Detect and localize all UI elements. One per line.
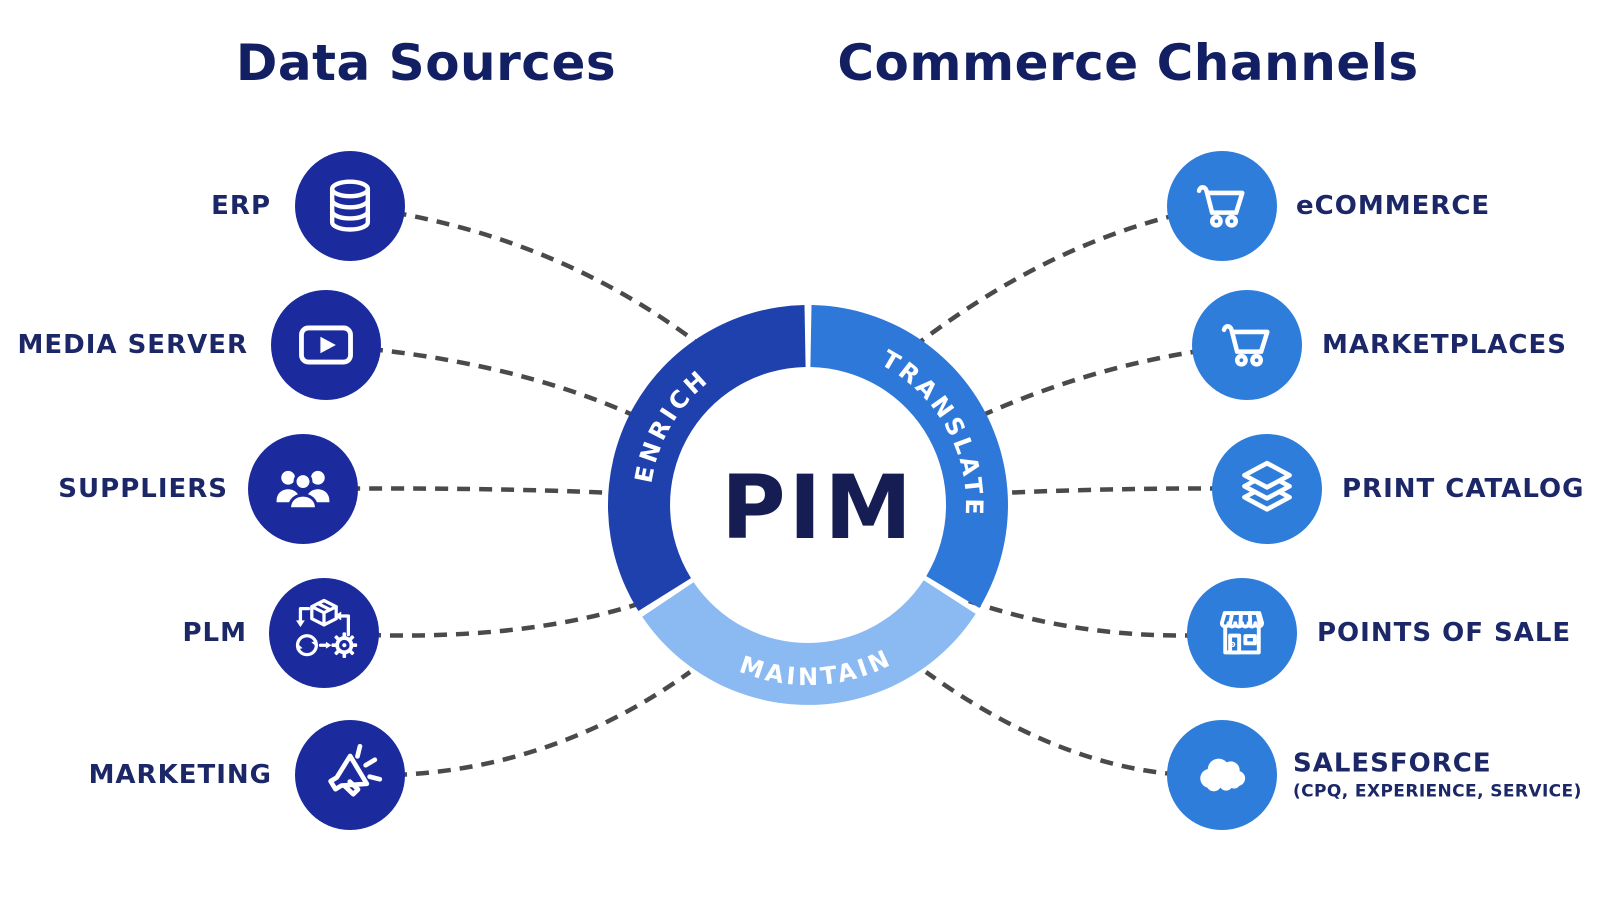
shopping-cart-icon	[1221, 324, 1270, 367]
bubble-marketing	[295, 720, 405, 830]
label-suppliers: SUPPLIERS	[58, 474, 228, 504]
database-icon	[329, 179, 371, 232]
cloud-icon	[1200, 758, 1246, 792]
pim-title: PIM	[721, 456, 915, 559]
storefront-icon	[1219, 611, 1265, 655]
salesforce-label: SALESFORCE	[1293, 748, 1492, 779]
bubble-salesforce	[1167, 720, 1277, 830]
connector-points-of-sale	[965, 597, 1243, 638]
connector-ecommerce	[914, 203, 1223, 347]
segment-maintain	[642, 580, 976, 705]
bubble-plm	[269, 578, 379, 688]
connector-erp	[349, 203, 702, 347]
label-print-catalog: PRINT CATALOG	[1342, 474, 1585, 504]
salesforce-sublabel: (CPQ, EXPERIENCE, SERVICE)	[1293, 781, 1582, 802]
bubble-ecommerce	[1167, 151, 1277, 261]
product-lifecycle-icon	[295, 598, 358, 659]
bubble-media-server	[271, 290, 381, 400]
label-points-of-sale: POINTS OF SALE	[1317, 618, 1572, 648]
label-salesforce: SALESFORCE (CPQ, EXPERIENCE, SERVICE)	[1293, 749, 1582, 802]
label-marketing: MARKETING	[88, 760, 272, 790]
label-ecommerce: eCOMMERCE	[1296, 191, 1491, 221]
bubble-suppliers	[248, 434, 358, 544]
label-erp: ERP	[211, 191, 271, 221]
label-media-server: MEDIA SERVER	[17, 330, 248, 360]
commerce-channels-title: Commerce Channels	[837, 34, 1419, 92]
megaphone-icon	[328, 743, 383, 797]
bubble-erp	[295, 151, 405, 261]
shopping-cart-icon	[1196, 185, 1245, 228]
label-plm: PLM	[182, 618, 247, 648]
people-group-icon	[276, 470, 330, 511]
segment-enrich	[607, 305, 806, 611]
segment-translate	[810, 305, 1008, 608]
connector-salesforce	[924, 670, 1223, 778]
video-player-icon	[299, 325, 353, 365]
bubble-print-catalog	[1212, 434, 1322, 544]
layers-icon	[1242, 460, 1292, 512]
label-marketplaces: MARKETPLACES	[1322, 330, 1567, 360]
bubble-marketplaces	[1192, 290, 1302, 400]
data-sources-title: Data Sources	[235, 34, 617, 92]
bubble-points-of-sale	[1187, 578, 1297, 688]
